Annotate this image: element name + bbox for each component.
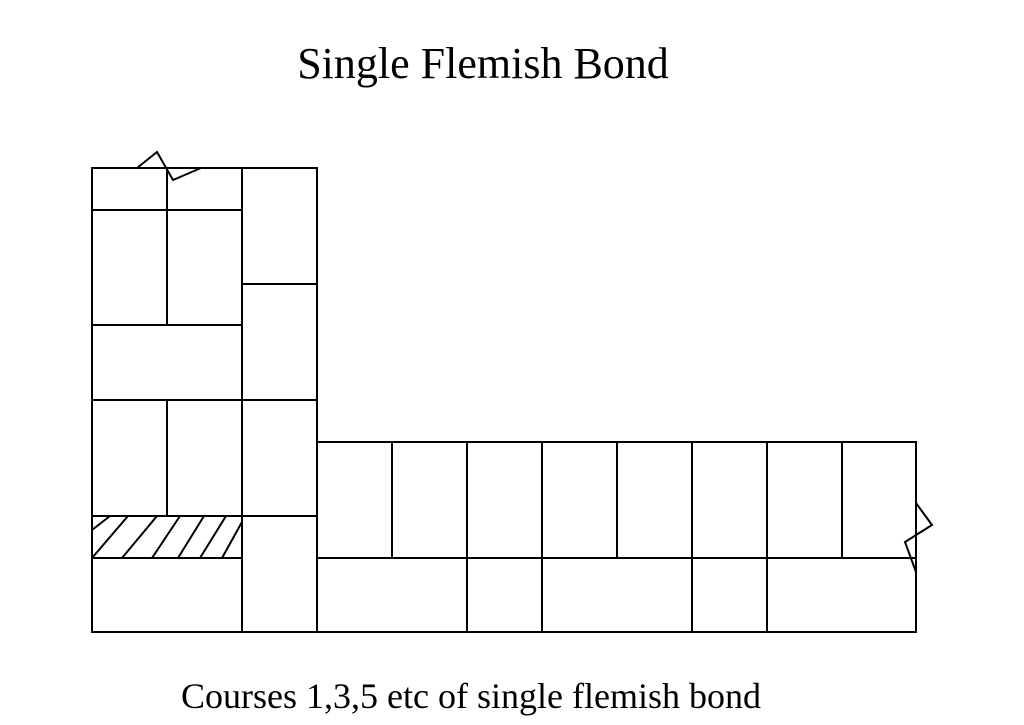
- brick-header: [316, 441, 393, 559]
- break-symbols: [136, 150, 934, 573]
- brick-stretcher: [766, 557, 917, 633]
- brick-header: [691, 441, 768, 559]
- brick-stretcher: [241, 283, 318, 401]
- closer-hatching: [92, 516, 242, 558]
- diagram-caption: Courses 1,3,5 etc of single flemish bond: [181, 676, 761, 716]
- brick-header: [616, 441, 693, 559]
- brick-header: [691, 557, 768, 633]
- brick-header: [91, 399, 168, 517]
- brick-header: [91, 167, 168, 211]
- brick-header: [166, 399, 243, 517]
- break-top-symbol: [136, 150, 202, 182]
- brick-header: [241, 399, 318, 517]
- brick-header: [166, 209, 243, 326]
- brick-stretcher: [91, 324, 243, 401]
- brick-stretcher: [241, 167, 318, 285]
- brick-header: [541, 441, 618, 559]
- brick-stretcher: [541, 557, 693, 633]
- brick-header: [841, 441, 917, 559]
- brick-header: [166, 167, 243, 211]
- brick-stretcher: [316, 557, 468, 633]
- brick-header: [91, 209, 168, 326]
- horizontal-wall: [316, 441, 917, 633]
- brick-stretcher: [91, 557, 243, 633]
- diagram-title: Single Flemish Bond: [297, 39, 669, 88]
- brick-header: [766, 441, 843, 559]
- brick-header: [466, 441, 543, 559]
- break-right-symbol: [903, 502, 934, 573]
- brick-header: [391, 441, 468, 559]
- brick-header: [241, 515, 318, 633]
- brick-header: [466, 557, 543, 633]
- vertical-wall: [91, 167, 318, 633]
